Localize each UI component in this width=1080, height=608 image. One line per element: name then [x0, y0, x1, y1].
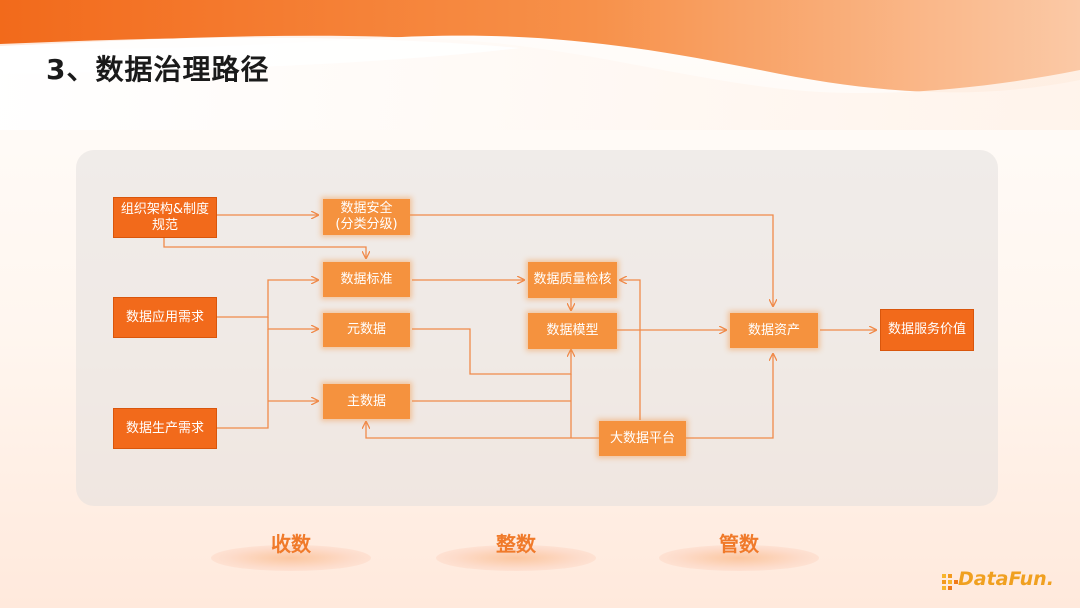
- node-data-standard-label: 数据标准: [340, 271, 393, 287]
- stage-pill-organize: [436, 545, 596, 571]
- arrow-org-to-standard: [163, 238, 366, 258]
- node-metadata: 元数据: [323, 313, 410, 347]
- node-service-value: 数据服务价值: [880, 309, 974, 351]
- node-data-model: 数据模型: [528, 313, 617, 349]
- node-data-quality-label: 数据质量检核: [533, 272, 612, 287]
- node-big-data-platform-label: 大数据平台: [609, 430, 675, 446]
- node-app-demand-label: 数据应用需求: [125, 309, 204, 325]
- node-prod-demand: 数据生产需求: [113, 408, 217, 449]
- page-title: 3、数据治理路径: [46, 53, 270, 86]
- node-app-demand: 数据应用需求: [113, 297, 217, 338]
- node-data-standard: 数据标准: [323, 262, 410, 297]
- arrow-app-to-metadata: [267, 317, 318, 329]
- header-wave-decoration: [0, 0, 1080, 130]
- stage-label-organize: 整数: [496, 532, 536, 556]
- arrow-platform-to-master: [366, 422, 599, 439]
- node-data-security-label: 数据安全 (分类分级): [335, 201, 398, 232]
- node-data-asset-label: 数据资产: [747, 322, 800, 338]
- arrow-metadata-to-model: [412, 328, 571, 375]
- node-org-structure-label: 组织架构&制度规范: [120, 201, 210, 233]
- arrow-platform-to-asset: [686, 354, 773, 439]
- node-org-structure: 组织架构&制度规范: [113, 197, 217, 238]
- node-data-quality: 数据质量检核: [528, 262, 617, 298]
- node-prod-demand-label: 数据生产需求: [125, 420, 204, 436]
- node-metadata-label: 元数据: [346, 322, 386, 337]
- stage-label-collect: 收数: [271, 532, 311, 556]
- node-data-model-label: 数据模型: [546, 323, 599, 338]
- node-master-data: 主数据: [323, 384, 410, 419]
- stage-pill-collect: [211, 545, 371, 571]
- datafun-logo-text: DataFun.: [958, 568, 1054, 590]
- node-data-security: 数据安全 (分类分级): [323, 199, 410, 235]
- node-service-value-label: 数据服务价值: [887, 322, 966, 337]
- arrow-platform-to-quality: [620, 280, 641, 420]
- node-big-data-platform: 大数据平台: [599, 421, 686, 456]
- stage-label-manage: 管数: [719, 532, 759, 556]
- datafun-logo-icon: [942, 574, 958, 590]
- node-master-data-label: 主数据: [346, 393, 386, 409]
- arrow-prod-to-metadata: [217, 329, 269, 429]
- stage-pill-manage: [659, 545, 819, 571]
- arrow-security-to-asset: [410, 214, 773, 306]
- node-data-asset: 数据资产: [730, 313, 818, 348]
- arrow-app-to-standard: [217, 280, 318, 318]
